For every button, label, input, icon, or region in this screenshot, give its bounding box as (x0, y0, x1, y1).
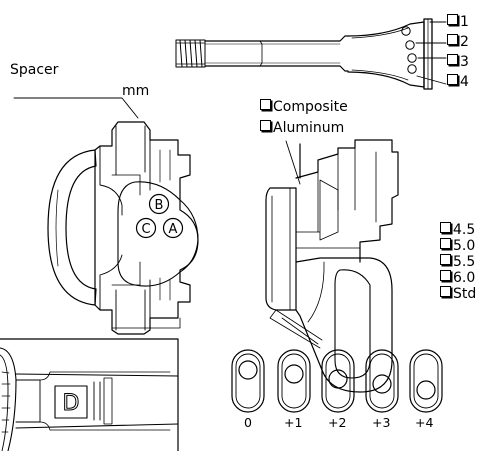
material-option-aluminum[interactable]: Aluminum (260, 120, 344, 136)
detail-inset (0, 338, 179, 452)
spacer-leader-line (13, 97, 139, 119)
offset-oval-plus3 (365, 349, 399, 413)
size-option-5-0[interactable]: 5.0 (440, 238, 475, 254)
spacer-label: Spacer (10, 62, 59, 78)
piston-b (148, 193, 170, 215)
checkbox-icon (260, 99, 271, 110)
offset-ovals (231, 349, 443, 413)
checkbox-icon (440, 254, 451, 265)
checkbox-icon (447, 14, 458, 25)
caliper-front-view (47, 121, 199, 335)
spacer-unit-label: mm (122, 83, 150, 99)
caliper-side-view (265, 139, 399, 393)
bolt-head (423, 18, 433, 90)
size-option-5-5[interactable]: 5.5 (440, 254, 475, 270)
piston-c-label: C (141, 222, 150, 237)
piston-a-label: A (169, 222, 178, 237)
material-option-composite[interactable]: Composite (260, 99, 348, 115)
bolt-option-4[interactable]: 4 (447, 74, 469, 90)
bolt-hole-positions (401, 26, 417, 74)
bolt-shaft (204, 35, 349, 72)
bolt-option-1[interactable]: 1 (447, 14, 469, 30)
checkbox-icon (260, 120, 271, 131)
piston-c (135, 217, 157, 239)
size-option-std[interactable]: Std (440, 286, 476, 302)
bolt-option-2[interactable]: 2 (447, 34, 469, 50)
material-leader-line (285, 140, 301, 185)
offset-label-plus4: +4 (415, 415, 434, 430)
bolt-flare (347, 21, 425, 88)
piston-b-label: B (155, 198, 164, 213)
checkbox-icon (440, 286, 451, 297)
offset-oval-0 (231, 349, 265, 413)
checkbox-icon (447, 54, 458, 65)
checkbox-icon (447, 34, 458, 45)
bolt-drawing (175, 18, 447, 90)
offset-oval-plus1 (277, 349, 311, 413)
offset-oval-plus2 (321, 349, 355, 413)
size-option-4-5[interactable]: 4.5 (440, 222, 475, 238)
offset-label-plus1: +1 (284, 415, 303, 430)
offset-oval-plus4 (409, 349, 443, 413)
offset-label-0: 0 (244, 415, 252, 430)
offset-label-plus3: +3 (372, 415, 391, 430)
bolt-option-3[interactable]: 3 (447, 54, 469, 70)
checkbox-icon (440, 238, 451, 249)
checkbox-icon (440, 270, 451, 281)
bolt-thread (175, 39, 206, 68)
checkbox-icon (440, 222, 451, 233)
checkbox-icon (447, 74, 458, 85)
insert-letter: D (63, 391, 80, 416)
piston-a (162, 217, 184, 239)
offset-label-plus2: +2 (328, 415, 347, 430)
size-option-6-0[interactable]: 6.0 (440, 270, 475, 286)
